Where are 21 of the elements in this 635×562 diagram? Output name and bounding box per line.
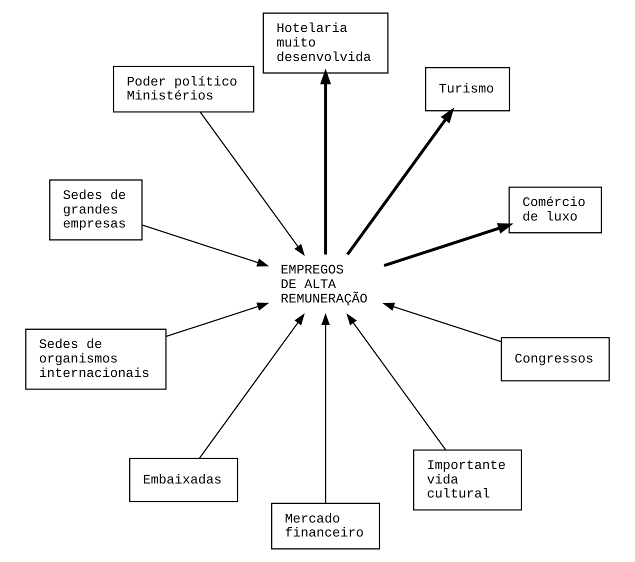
node-box: Embaixadas <box>129 458 238 502</box>
arrow <box>198 313 305 459</box>
node-box: Sedes de grandes empresas <box>49 179 143 240</box>
node-box: Turismo <box>425 67 510 112</box>
arrow <box>200 112 305 256</box>
node-box: Poder político Ministérios <box>112 66 254 113</box>
arrow <box>320 68 332 254</box>
arrow <box>321 312 330 503</box>
node-box: Mercado financeiro <box>271 502 380 550</box>
node-box: Congressos <box>500 337 610 382</box>
node-box: Comércio de luxo <box>508 186 602 234</box>
node-box: Hotelaria muito desenvolvida <box>262 12 388 74</box>
arrow <box>346 107 454 256</box>
arrow <box>382 302 502 342</box>
node-text: EMPREGOS DE ALTA REMUNERAÇÃO <box>280 262 368 306</box>
arrow <box>166 302 270 337</box>
node-box: Importante vida cultural <box>413 449 522 511</box>
arrow <box>384 223 514 267</box>
node-box: Sedes de organismos internacionais <box>25 328 167 390</box>
arrow <box>142 224 270 266</box>
arrow <box>346 313 446 450</box>
